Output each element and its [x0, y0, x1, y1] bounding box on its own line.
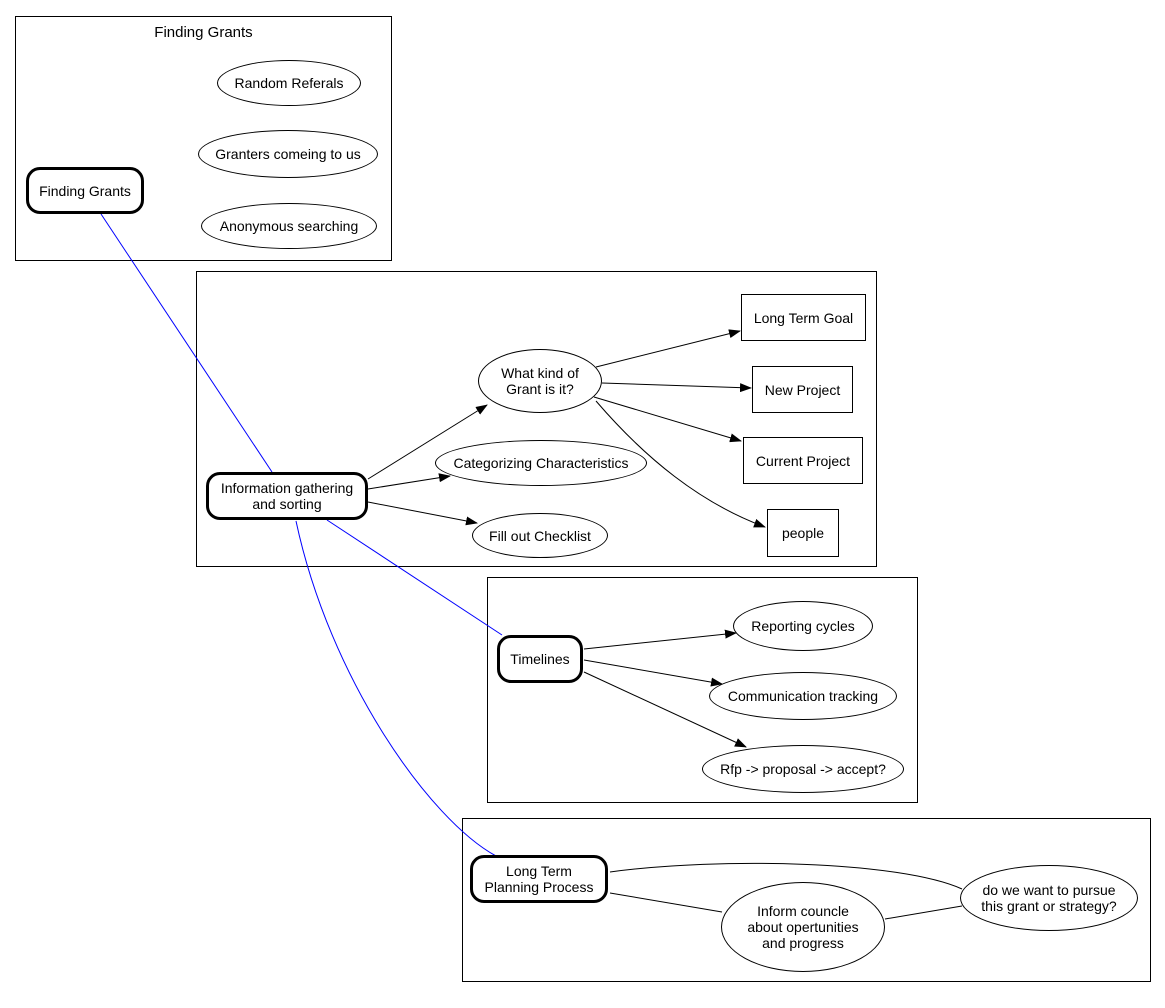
node-inform-councle-label-line3: and progress: [762, 935, 844, 951]
node-people-label: people: [781, 525, 825, 541]
node-information-gathering: Information gathering and sorting: [206, 472, 368, 520]
node-random-referals-label: Random Referals: [234, 75, 344, 91]
node-information-gathering-label-line1: Information gathering: [220, 480, 354, 496]
edge-information-gathering-to-long-term-planning: [295, 520, 497, 857]
node-long-term-goal-label: Long Term Goal: [753, 309, 854, 326]
node-new-project: New Project: [752, 366, 853, 413]
node-inform-councle: Inform councle about opertunities and pr…: [721, 882, 885, 972]
node-communication-tracking: Communication tracking: [709, 672, 897, 720]
node-categorizing-characteristics: Categorizing Characteristics: [435, 440, 647, 486]
node-people: people: [767, 509, 839, 557]
node-timelines-label: Timelines: [510, 651, 570, 667]
node-inform-councle-label-line2: about opertunities: [747, 919, 859, 935]
node-what-kind-of-grant: What kind of Grant is it?: [478, 349, 602, 413]
node-inform-councle-label-line1: Inform councle: [757, 903, 849, 919]
node-long-term-planning-label-line2: Planning Process: [484, 879, 594, 895]
node-communication-tracking-label: Communication tracking: [727, 688, 879, 704]
node-anonymous-searching-label: Anonymous searching: [219, 218, 359, 234]
node-current-project-label: Current Project: [755, 452, 851, 469]
node-timelines: Timelines: [497, 635, 583, 683]
node-pursue-grant: do we want to pursue this grant or strat…: [960, 865, 1138, 931]
node-what-kind-label-line2: Grant is it?: [506, 381, 574, 397]
node-reporting-cycles-label: Reporting cycles: [751, 618, 855, 634]
node-fill-out-checklist-label: Fill out Checklist: [489, 527, 591, 544]
node-new-project-label: New Project: [764, 381, 841, 398]
node-categorizing-label: Categorizing Characteristics: [453, 455, 629, 471]
node-long-term-goal: Long Term Goal: [741, 294, 866, 341]
node-long-term-planning-label-line1: Long Term: [506, 863, 572, 879]
node-what-kind-label-line1: What kind of: [501, 365, 579, 381]
node-finding-grants-label: Finding Grants: [39, 182, 131, 199]
node-rfp-proposal-accept: Rfp -> proposal -> accept?: [702, 745, 904, 793]
node-random-referals: Random Referals: [217, 60, 361, 106]
cluster-long-term-planning: [462, 818, 1151, 982]
node-rfp-proposal-accept-label: Rfp -> proposal -> accept?: [720, 761, 886, 777]
node-anonymous-searching: Anonymous searching: [201, 203, 377, 249]
node-granters-comeing: Granters comeing to us: [198, 130, 378, 178]
node-pursue-grant-label-line1: do we want to pursue: [982, 882, 1116, 898]
node-granters-comeing-label: Granters comeing to us: [215, 146, 361, 162]
node-pursue-grant-label-line2: this grant or strategy?: [981, 898, 1117, 914]
node-information-gathering-label-line2: and sorting: [252, 496, 322, 512]
node-current-project: Current Project: [743, 437, 863, 484]
cluster-finding-grants-title: Finding Grants: [154, 24, 253, 41]
node-long-term-planning: Long Term Planning Process: [470, 855, 608, 903]
node-reporting-cycles: Reporting cycles: [733, 601, 873, 651]
node-fill-out-checklist: Fill out Checklist: [472, 513, 608, 558]
node-finding-grants: Finding Grants: [26, 167, 144, 214]
